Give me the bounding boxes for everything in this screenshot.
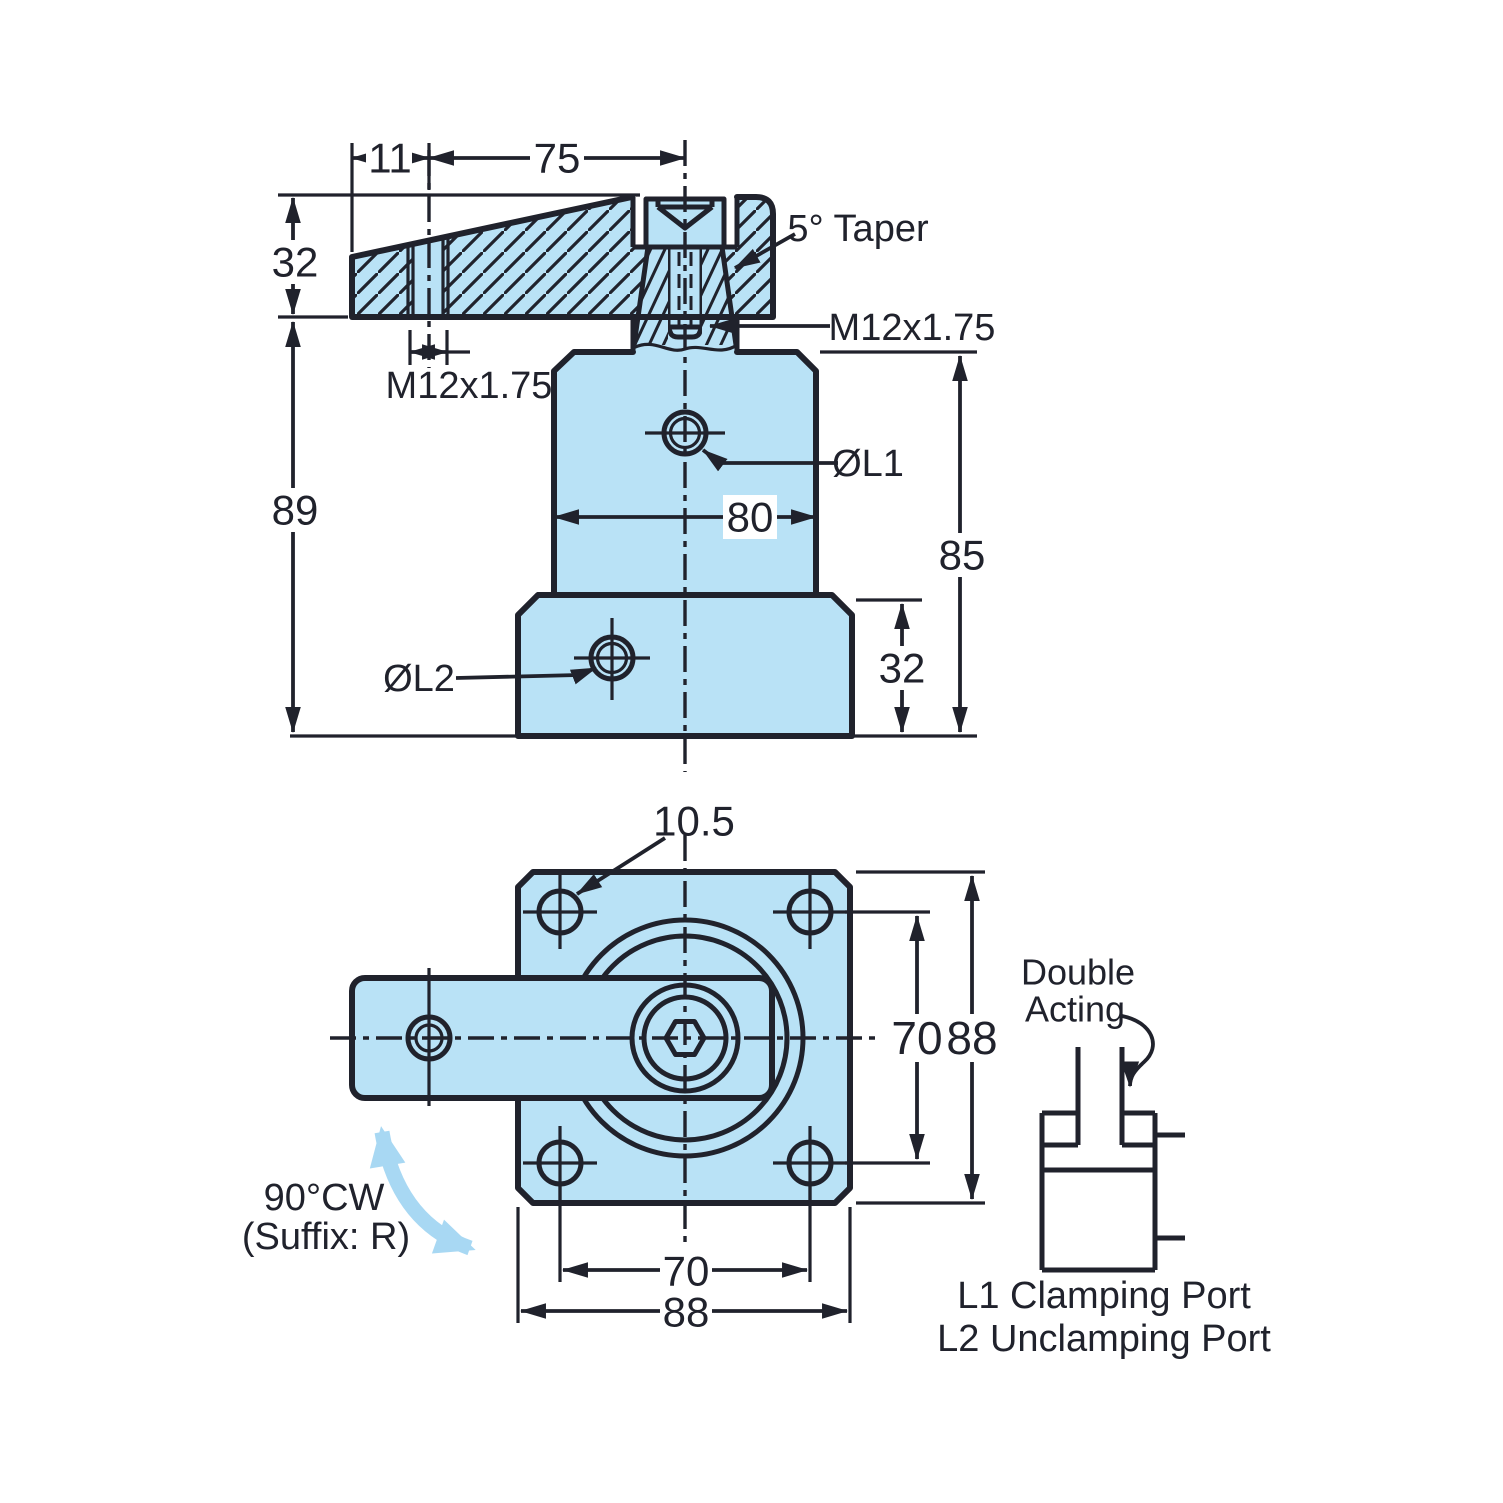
- swing-arrow: [369, 1126, 476, 1256]
- label-acting: Acting: [1025, 989, 1125, 1030]
- dim-flange-size-h: 88: [663, 1289, 710, 1336]
- label-l1-port: L1 Clamping Port: [957, 1275, 1251, 1317]
- extension-lines: [278, 143, 977, 738]
- label-taper: 5° Taper: [787, 208, 929, 250]
- label-rotation: 90°CW: [264, 1177, 385, 1219]
- label-stud-thread: M12x1.75: [829, 307, 996, 349]
- label-rotation-suffix: (Suffix: R): [242, 1216, 410, 1258]
- dim-arm-thickness: 32: [272, 239, 319, 286]
- plan-view: 10.5 70 88 70 88 90°CW (Suffix: R): [242, 798, 999, 1336]
- mounting-holes: [523, 875, 847, 1200]
- port-L2: [574, 618, 650, 700]
- dim-body-width: 80: [727, 494, 774, 541]
- port-stubs: [1155, 1132, 1185, 1241]
- dim-body-height: 89: [272, 487, 319, 534]
- section-view: 11 75 32 89 80 85 32 M12x1.75 5° Taper M…: [269, 135, 996, 772]
- dim-mounting-hole: 10.5: [653, 798, 735, 845]
- leader-lines: [455, 232, 838, 685]
- label-port-L1: ØL1: [832, 443, 904, 485]
- acting-pointer-arrow: [1120, 1014, 1155, 1088]
- dim-flange-thickness: 32: [879, 645, 926, 692]
- dim-arm-length: 75: [534, 135, 581, 182]
- thread-hidden-lines: [677, 252, 693, 326]
- cylinder-symbol: [1039, 1047, 1185, 1273]
- cylinder-body-outline: [551, 349, 819, 598]
- dim-cylinder-height: 85: [939, 532, 986, 579]
- label-arm-thread: M12x1.75: [386, 365, 553, 407]
- dim-flange-size-v: 88: [946, 1012, 997, 1064]
- plan-extension-lines: [516, 870, 985, 1323]
- label-l2-port: L2 Unclamping Port: [937, 1318, 1271, 1360]
- dim-bolt-spacing-v: 70: [891, 1012, 942, 1064]
- double-acting-schematic: Double Acting L1 Clamping Port L2 Unclam…: [937, 952, 1271, 1361]
- label-double: Double: [1021, 952, 1135, 993]
- label-port-L2: ØL2: [383, 658, 455, 700]
- dim-arm-pivot-offset: 11: [368, 135, 412, 182]
- dim-bolt-spacing-h: 70: [663, 1248, 710, 1295]
